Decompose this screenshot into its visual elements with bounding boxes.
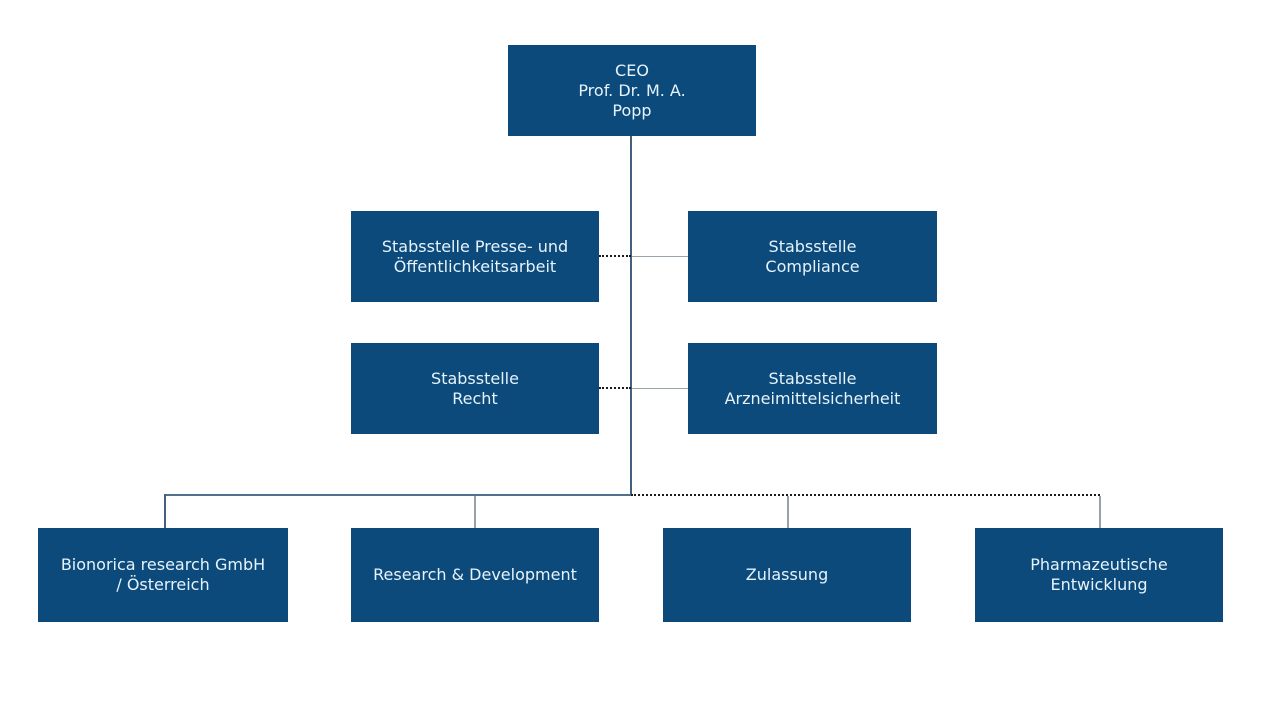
org-node-stabsstelle-presse: Stabsstelle Presse- und Öffentlichkeitsa… [351,211,599,302]
org-node-bionorica-research: Bionorica research GmbH / Österreich [38,528,288,622]
org-node-stabsstelle-compliance-label: Stabsstelle Compliance [765,236,860,276]
org-node-pharmazeutische-entwicklung-label: Pharmazeutische Entwicklung [1030,555,1168,594]
org-node-stabsstelle-arzneimittelsicherheit-label: Stabsstelle Arzneimittelsicherheit [724,368,901,408]
org-node-ceo: CEO Prof. Dr. M. A. Popp [508,45,756,136]
org-node-stabsstelle-arzneimittelsicherheit: Stabsstelle Arzneimittelsicherheit [688,343,937,434]
org-node-ceo-label: CEO Prof. Dr. M. A. Popp [578,60,686,120]
org-node-stabsstelle-presse-label: Stabsstelle Presse- und Öffentlichkeitsa… [381,236,569,276]
org-node-stabsstelle-recht: Stabsstelle Recht [351,343,599,434]
org-node-zulassung-label: Zulassung [745,565,829,584]
connector-drop-pharma [1099,496,1101,528]
connector-recht-dotted [599,387,631,389]
org-node-stabsstelle-compliance: Stabsstelle Compliance [688,211,937,302]
connector-drop-bionorica [164,494,166,528]
connector-bottom-solid [164,494,631,496]
org-node-bionorica-research-label: Bionorica research GmbH / Österreich [60,555,266,594]
connector-bottom-dotted [631,494,1100,496]
org-node-stabsstelle-recht-label: Stabsstelle Recht [431,368,519,408]
org-node-pharmazeutische-entwicklung: Pharmazeutische Entwicklung [975,528,1223,622]
connector-ceo-trunk [630,136,632,495]
connector-arznei-gray [632,388,688,389]
connector-drop-rnd [474,496,476,528]
connector-compliance-gray [632,256,688,257]
org-node-research-development-label: Research & Development [373,565,577,584]
org-node-zulassung: Zulassung [663,528,911,622]
connector-presse-dotted [599,255,631,257]
connector-drop-zulassung [787,496,789,528]
org-node-research-development: Research & Development [351,528,599,622]
